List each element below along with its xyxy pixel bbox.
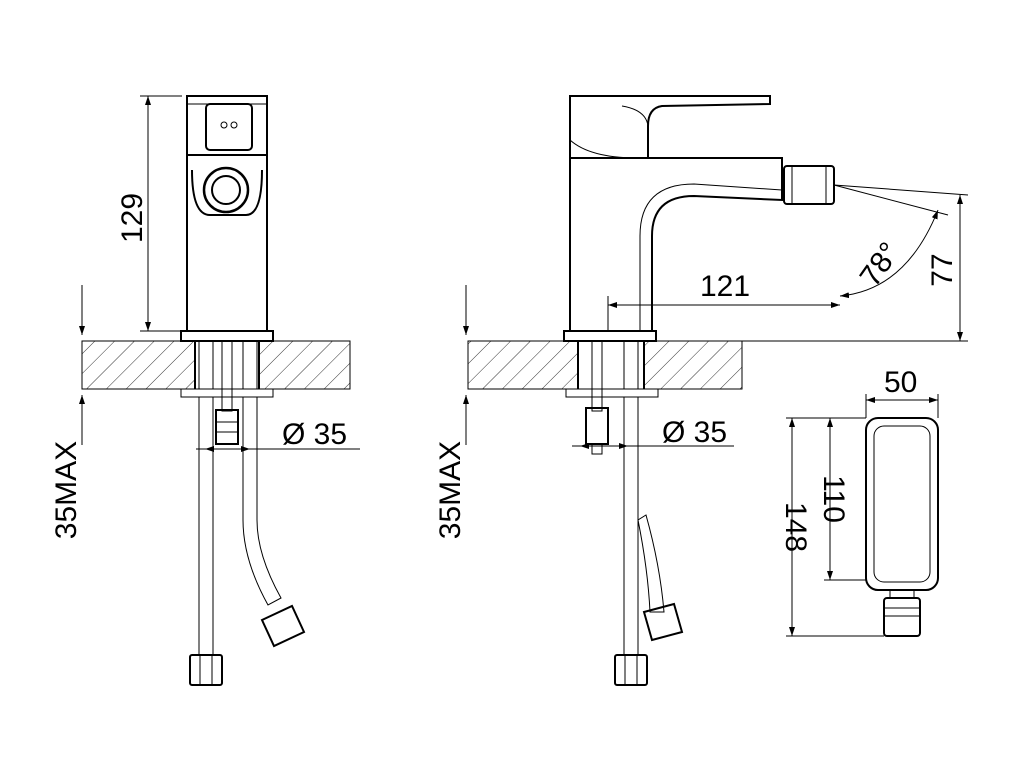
front-faucet-base [180, 330, 274, 342]
front-hose-right-lower [242, 396, 282, 606]
front-nut [215, 409, 239, 445]
front-faucet-handle [186, 95, 268, 156]
side-fitting-right [642, 602, 684, 642]
top-view: 50 110 148 [779, 366, 939, 637]
side-spout-height-label: 77 [926, 253, 959, 286]
top-body-length-label: 110 [817, 475, 850, 523]
front-fitting-right [260, 604, 306, 648]
top-faucet-body [865, 417, 939, 591]
side-fitting-left [614, 654, 648, 686]
side-hose-curved [637, 514, 665, 613]
front-nozzle [202, 166, 250, 214]
front-view: Ø 35 129 35MAX [50, 95, 360, 686]
top-width-label: 50 [884, 366, 917, 399]
side-nut [585, 407, 609, 445]
side-view: Ø 35 121 78° 77 35MAX [434, 95, 969, 686]
top-nozzle [883, 597, 921, 637]
side-reach-label: 121 [700, 270, 750, 303]
front-faucet-body [186, 154, 268, 332]
side-mount-max-label: 35MAX [434, 441, 467, 539]
front-mount-max-label: 35MAX [50, 441, 83, 539]
side-lever-handle [569, 95, 771, 159]
front-hole-diameter-label: Ø 35 [282, 418, 347, 451]
front-mount-hole [195, 341, 259, 389]
side-hole-diameter-label: Ø 35 [662, 416, 727, 449]
side-hose-lower [623, 396, 639, 656]
side-angle-label: 78° [854, 237, 907, 293]
front-height-label: 129 [116, 193, 149, 243]
side-faucet-body [569, 157, 783, 332]
front-fitting-left [189, 654, 223, 686]
side-faucet-base [563, 330, 657, 342]
top-total-length-label: 148 [779, 502, 812, 552]
front-hose-left-lower [198, 396, 214, 656]
